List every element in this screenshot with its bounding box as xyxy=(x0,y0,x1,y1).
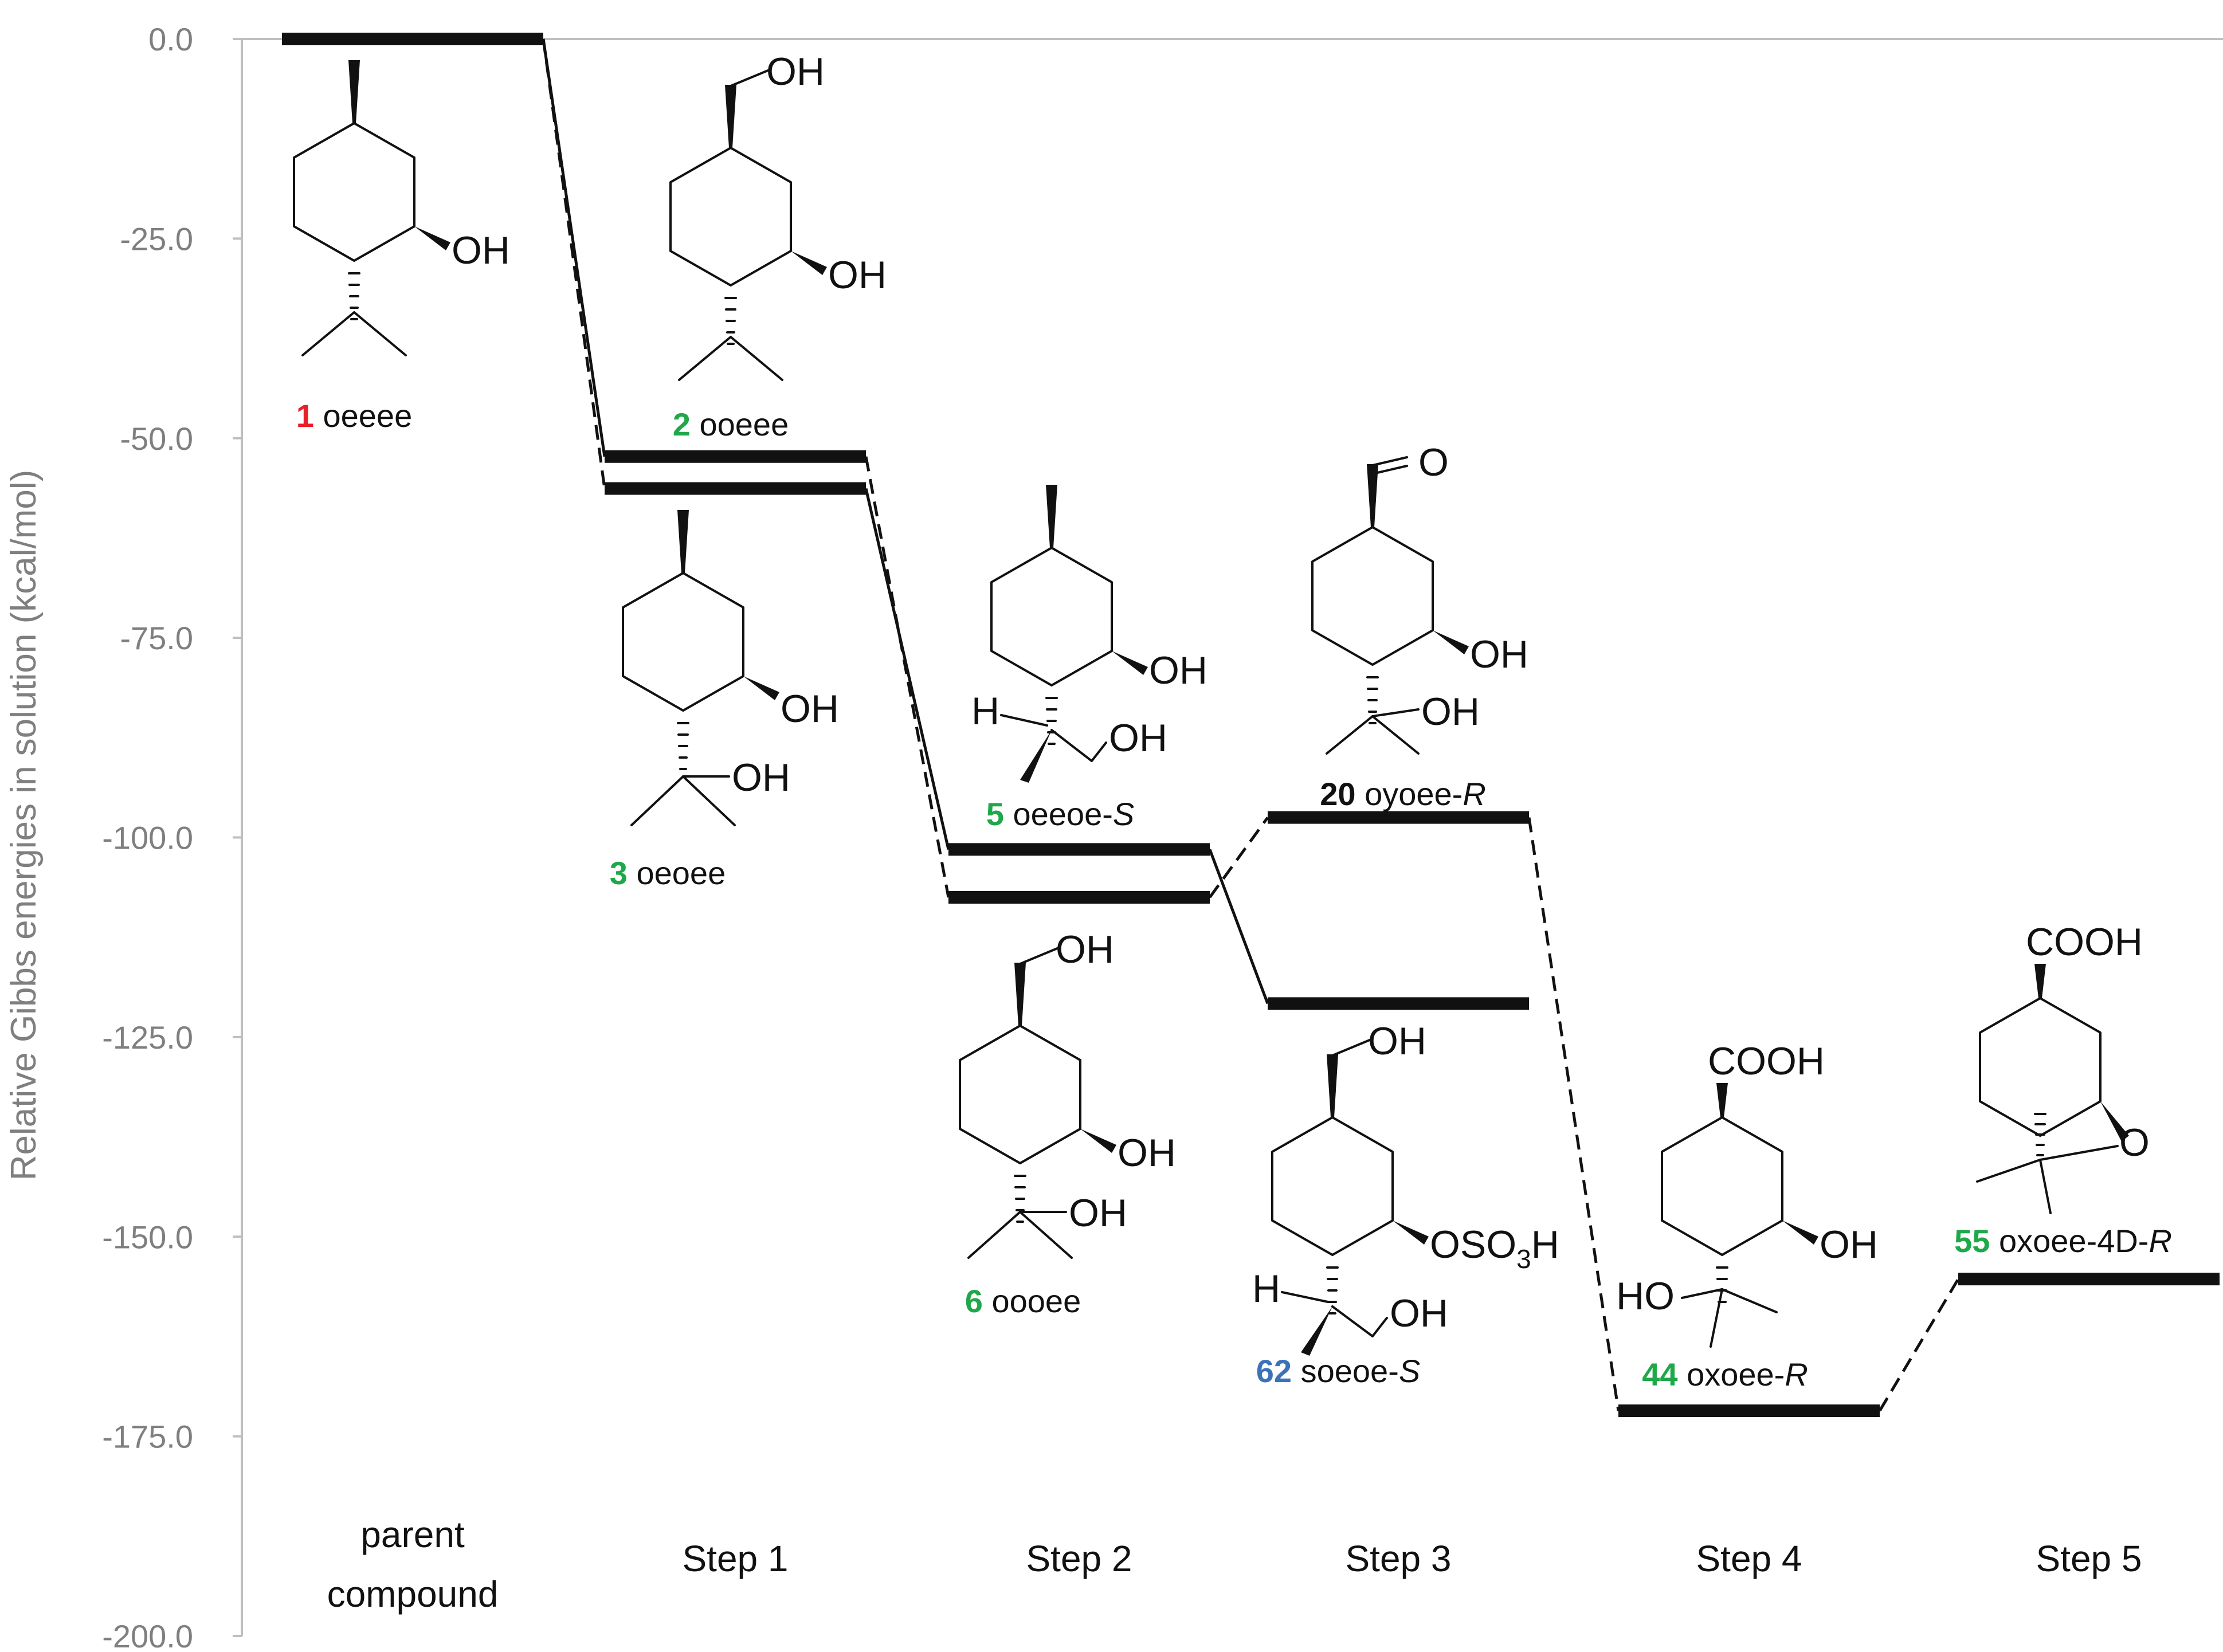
svg-text:OH: OH xyxy=(781,687,839,731)
svg-text:OH: OH xyxy=(1421,690,1480,733)
level-label: 3 oeoee xyxy=(610,855,726,891)
connector-line xyxy=(1878,1278,1960,1412)
svg-text:OH: OH xyxy=(1368,1019,1426,1063)
structure-55: COOH O xyxy=(1976,920,2150,1214)
connector-line xyxy=(1208,817,1269,898)
structure-1: OH xyxy=(293,60,510,356)
svg-text:H: H xyxy=(971,689,999,733)
y-tick-label: -25.0 xyxy=(120,221,193,257)
x-category-label: Step 4 xyxy=(1696,1538,1802,1579)
y-tick-label: 0.0 xyxy=(148,21,193,57)
compound-number: 44 xyxy=(1642,1356,1687,1392)
compound-number: 5 xyxy=(986,796,1013,832)
svg-text:O: O xyxy=(2119,1121,2150,1164)
conformer-code: ooeee xyxy=(699,406,789,442)
structure-20: O OH OH xyxy=(1311,441,1528,755)
level-label: 55 oxoee-4D-R xyxy=(1954,1223,2172,1259)
svg-text:OH: OH xyxy=(452,229,510,272)
y-tick-label: -150.0 xyxy=(102,1219,193,1255)
conformer-code: soeoe- xyxy=(1301,1353,1399,1389)
conformer-code: oeeoe- xyxy=(1013,796,1112,832)
y-tick-label: -175.0 xyxy=(102,1419,193,1455)
x-category-label: Step 1 xyxy=(682,1538,788,1579)
structure-6: OH OH OH xyxy=(959,928,1176,1259)
level-label: 6 oooee xyxy=(965,1283,1081,1319)
level-label: 44 oxoee-R xyxy=(1642,1356,1808,1392)
svg-text:OH: OH xyxy=(766,50,825,93)
conformer-code: oooee xyxy=(991,1283,1081,1319)
connector-line xyxy=(1208,849,1269,1004)
level-label: 2 ooeee xyxy=(673,406,789,442)
level-label: 1 oeeee xyxy=(296,398,412,434)
connector-line xyxy=(542,38,606,489)
structure-3: OH OH xyxy=(622,510,839,826)
stereo-descriptor: S xyxy=(1399,1353,1420,1389)
structure-5: OH H OH xyxy=(971,485,1207,783)
svg-text:OH: OH xyxy=(1470,633,1528,676)
stereo-descriptor: R xyxy=(2148,1223,2171,1259)
svg-text:OH: OH xyxy=(1109,716,1167,760)
svg-text:COOH: COOH xyxy=(1708,1039,1825,1083)
connector-line xyxy=(864,456,950,898)
svg-text:HO: HO xyxy=(1616,1274,1675,1318)
x-category-label: Step 5 xyxy=(2036,1538,2142,1579)
connector-line xyxy=(864,488,950,850)
svg-text:OH: OH xyxy=(1149,649,1207,692)
y-tick-label: -50.0 xyxy=(120,421,193,457)
svg-text:OH: OH xyxy=(1056,928,1114,971)
svg-text:OH: OH xyxy=(828,253,887,297)
structure-2: OH OH xyxy=(669,50,887,381)
y-tick-label: -100.0 xyxy=(102,820,193,856)
conformer-code: oxoee-4D- xyxy=(1999,1223,2148,1259)
level-label: 5 oeeoe-S xyxy=(986,796,1134,832)
svg-text:O: O xyxy=(1418,441,1449,484)
compound-number: 62 xyxy=(1256,1353,1301,1389)
connections xyxy=(542,38,1960,1412)
x-axis-categories: parent compound Step 1 Step 2 Step 3 Step 4 St… xyxy=(327,1514,2142,1615)
svg-text:COOH: COOH xyxy=(2026,920,2143,964)
x-category-label: compound xyxy=(327,1573,499,1615)
level-label: 62 soeoe-S xyxy=(1256,1353,1420,1389)
structure-44: COOH OH HO xyxy=(1616,1039,1878,1348)
svg-text:OH: OH xyxy=(732,756,790,799)
x-category-label: Step 3 xyxy=(1345,1538,1451,1579)
stereo-descriptor: S xyxy=(1113,796,1134,832)
y-axis-label: Relative Gibbs energies in solution (kca… xyxy=(4,470,44,1181)
y-tick-label: -125.0 xyxy=(102,1019,193,1055)
svg-text:H: H xyxy=(1252,1267,1280,1310)
y-axis: 0.0 -25.0 -50.0 -75.0 -100.0 -125.0 -150.0 -175… xyxy=(102,21,2223,1652)
svg-text:OSO3H: OSO3H xyxy=(1430,1223,1559,1274)
svg-text:OH: OH xyxy=(1069,1191,1127,1235)
conformer-code: oeeee xyxy=(323,398,412,434)
structure-62: OH OSO3H H OH xyxy=(1252,1019,1559,1356)
compound-number: 6 xyxy=(965,1283,992,1319)
svg-text:OH: OH xyxy=(1820,1223,1878,1266)
conformer-code: oyoee- xyxy=(1365,776,1463,812)
x-category-label: parent xyxy=(360,1514,465,1555)
x-category-label: Step 2 xyxy=(1026,1538,1132,1579)
level-label: 20 oyoee-R xyxy=(1320,776,1486,812)
y-tick-label: -75.0 xyxy=(120,620,193,656)
compound-number: 1 xyxy=(296,398,323,434)
conformer-code: oxoee- xyxy=(1687,1356,1785,1392)
y-tick-label: -200.0 xyxy=(102,1618,193,1652)
svg-text:OH: OH xyxy=(1390,1292,1448,1335)
compound-number: 2 xyxy=(673,406,700,442)
svg-text:OH: OH xyxy=(1118,1131,1176,1175)
stereo-descriptor: R xyxy=(1463,776,1485,812)
conformer-code: oeoee xyxy=(636,855,726,891)
compound-number: 20 xyxy=(1320,776,1365,812)
connector-line xyxy=(1527,817,1620,1411)
compound-number: 3 xyxy=(610,855,637,891)
connector-line xyxy=(542,38,606,457)
compound-number: 55 xyxy=(1954,1223,1999,1259)
stereo-descriptor: R xyxy=(1785,1356,1808,1392)
